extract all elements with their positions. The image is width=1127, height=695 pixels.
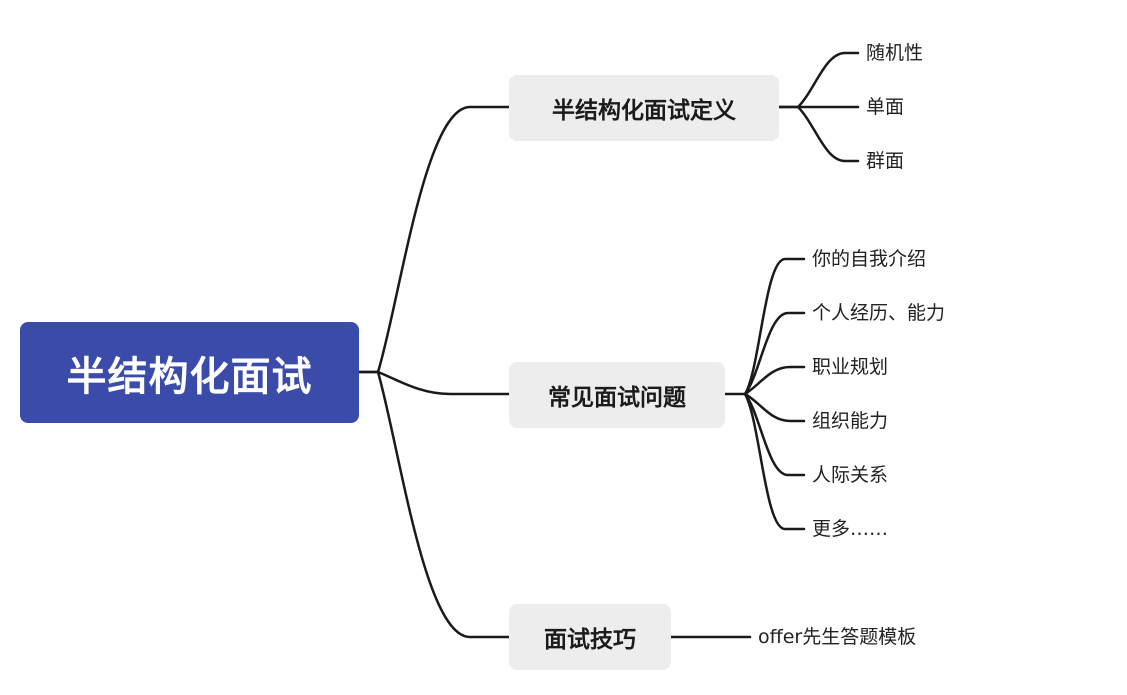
connector-b2-leaf-1 (723, 257, 806, 396)
leaf-answer-template[interactable]: offer先生答题模板 (758, 626, 917, 648)
leaf-interpersonal[interactable]: 人际关系 (812, 464, 889, 486)
root-topic-label: 半结构化面试 (66, 353, 313, 400)
connector-b2-leaf-4 (743, 392, 806, 423)
leaf-experience-ability[interactable]: 个人经历、能力 (812, 302, 946, 324)
connector-b2-leaf-3 (743, 365, 806, 396)
leaf-more[interactable]: 更多…… (812, 518, 889, 540)
connector-b1-leaf-1 (776, 51, 860, 109)
leaf-group-interview[interactable]: 群面 (866, 150, 905, 172)
connector-root-branch-3 (376, 370, 512, 639)
connector-b2-leaf-6 (743, 392, 806, 531)
branch-definition[interactable]: 半结构化面试定义 (509, 75, 779, 141)
leaf-self-introduction[interactable]: 你的自我介绍 (812, 248, 927, 270)
branch-definition-label: 半结构化面试定义 (552, 98, 736, 124)
leaf-career-plan[interactable]: 职业规划 (812, 356, 889, 378)
root-topic[interactable]: 半结构化面试 (20, 322, 359, 423)
leaf-single-interview[interactable]: 单面 (866, 96, 905, 118)
branch-interview-tips[interactable]: 面试技巧 (509, 604, 671, 670)
connector-b2-leaf-2 (743, 311, 806, 396)
leaf-organization-ability[interactable]: 组织能力 (812, 410, 889, 432)
connector-root-branch-1 (357, 105, 512, 374)
branch-common-questions[interactable]: 常见面试问题 (509, 362, 725, 428)
leaf-randomness[interactable]: 随机性 (866, 42, 924, 64)
connector-b1-leaf-3 (796, 105, 860, 163)
branch-common-questions-label: 常见面试问题 (548, 385, 686, 411)
connector-b2-leaf-5 (743, 392, 806, 477)
branch-interview-tips-label: 面试技巧 (544, 627, 636, 653)
